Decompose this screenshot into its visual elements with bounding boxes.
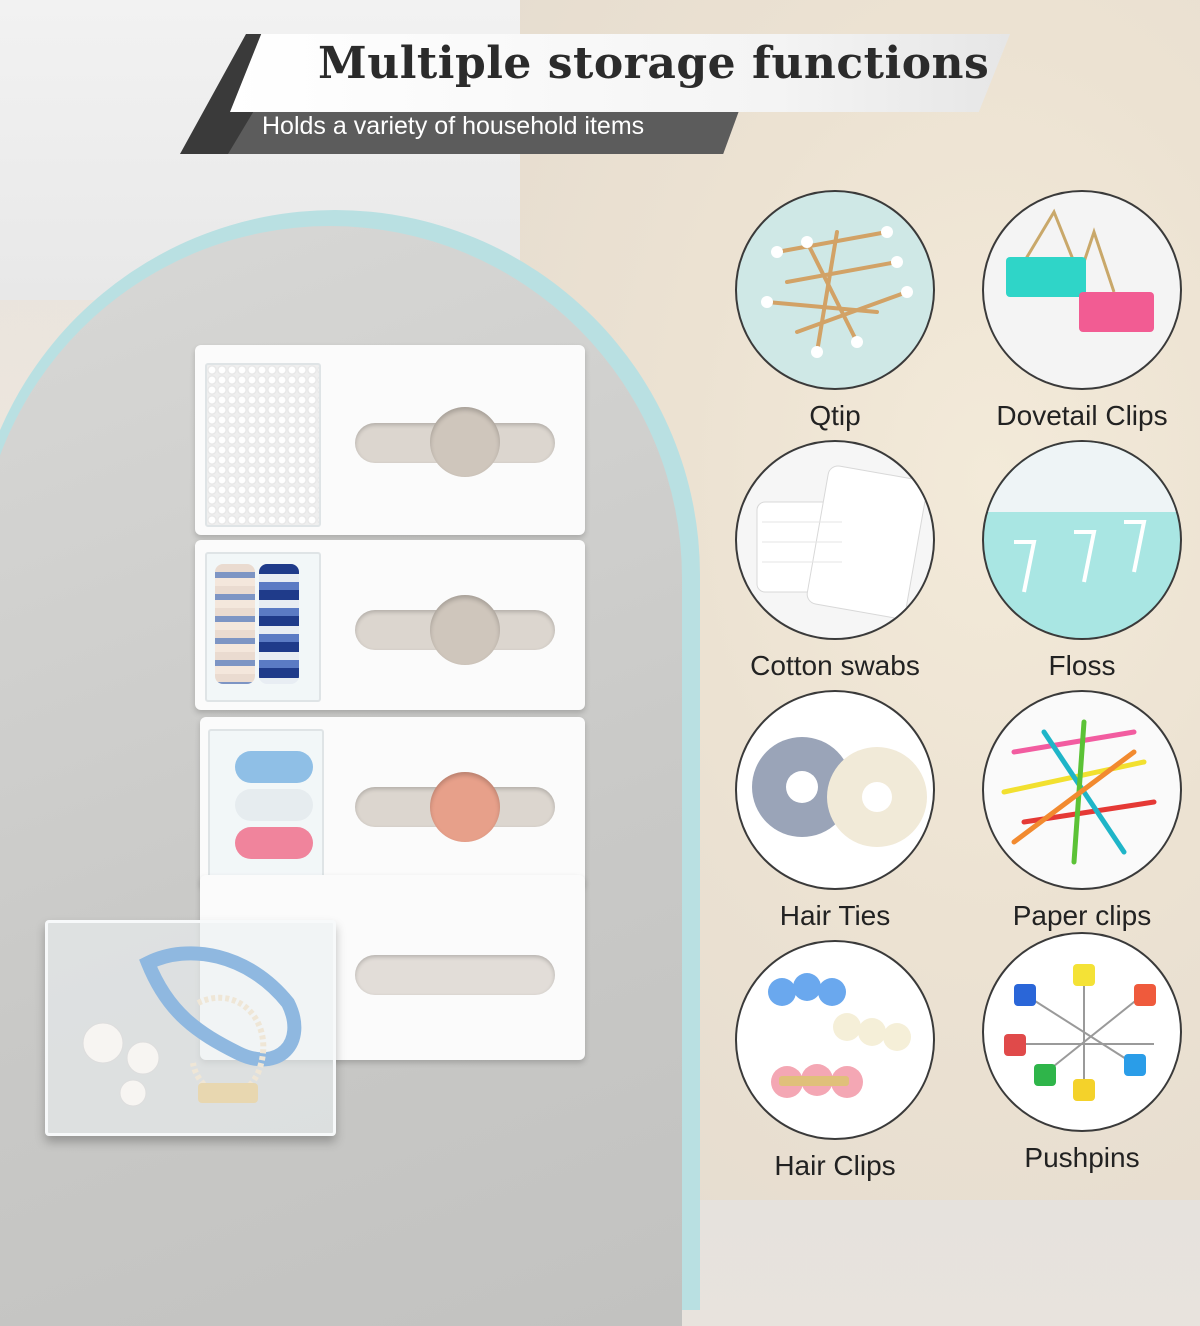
qtip-icon: [735, 190, 935, 390]
drawer-1: [195, 345, 585, 535]
banner-title: Multiple storage functions: [318, 38, 990, 89]
coil-blue: [235, 751, 313, 783]
cotton-buds-content: [205, 363, 321, 527]
item-label: Pushpins: [1024, 1142, 1140, 1173]
item-qtip: Qtip: [730, 190, 940, 432]
item-pushpins: Pushpins: [977, 932, 1187, 1174]
item-label: Floss: [1048, 650, 1116, 681]
dovetail-clips-icon: [982, 190, 1182, 390]
drawer-handle-slot: [355, 955, 555, 995]
banner-ribbon: [180, 108, 740, 154]
tape-roll-2: [259, 564, 299, 684]
hair-coils-content: [208, 729, 324, 879]
scrunchies-icon: [735, 690, 935, 890]
item-label: Hair Clips: [774, 1150, 896, 1181]
item-hair-ties: Hair Ties: [730, 690, 940, 932]
paper-clips-icon: [982, 690, 1182, 890]
item-label: Cotton swabs: [750, 650, 920, 681]
open-drawer-jewelry: [45, 920, 336, 1136]
pushpins-icon: [982, 932, 1182, 1132]
item-label: Qtip: [809, 400, 861, 431]
coil-pink: [235, 827, 313, 859]
item-label: Hair Ties: [779, 900, 891, 931]
coil-white: [235, 789, 313, 821]
hair-clips-icon: [735, 940, 935, 1140]
item-floss: Floss: [977, 440, 1187, 682]
drawer-3: [200, 717, 585, 887]
drawer-handle-knob: [430, 407, 500, 477]
jewelry-illustration: [82, 946, 302, 1107]
drawer-2: [195, 540, 585, 710]
item-label: Dovetail Clips: [996, 400, 1168, 431]
cotton-pads-icon: [735, 440, 935, 640]
floss-icon: [982, 440, 1182, 640]
item-cotton-swabs: Cotton swabs: [730, 440, 940, 682]
drawer-handle-knob: [430, 595, 500, 665]
drawer-handle-knob: [430, 772, 500, 842]
banner-subtitle: Holds a variety of household items: [262, 112, 645, 140]
item-hair-clips: Hair Clips: [730, 940, 940, 1182]
banner-plate: [230, 34, 1010, 112]
tape-roll-1: [215, 564, 255, 684]
item-label: Paper clips: [1012, 900, 1152, 931]
washi-tape-content: [205, 552, 321, 702]
item-paper-clips: Paper clips: [977, 690, 1187, 932]
item-dovetail-clips: Dovetail Clips: [977, 190, 1187, 432]
